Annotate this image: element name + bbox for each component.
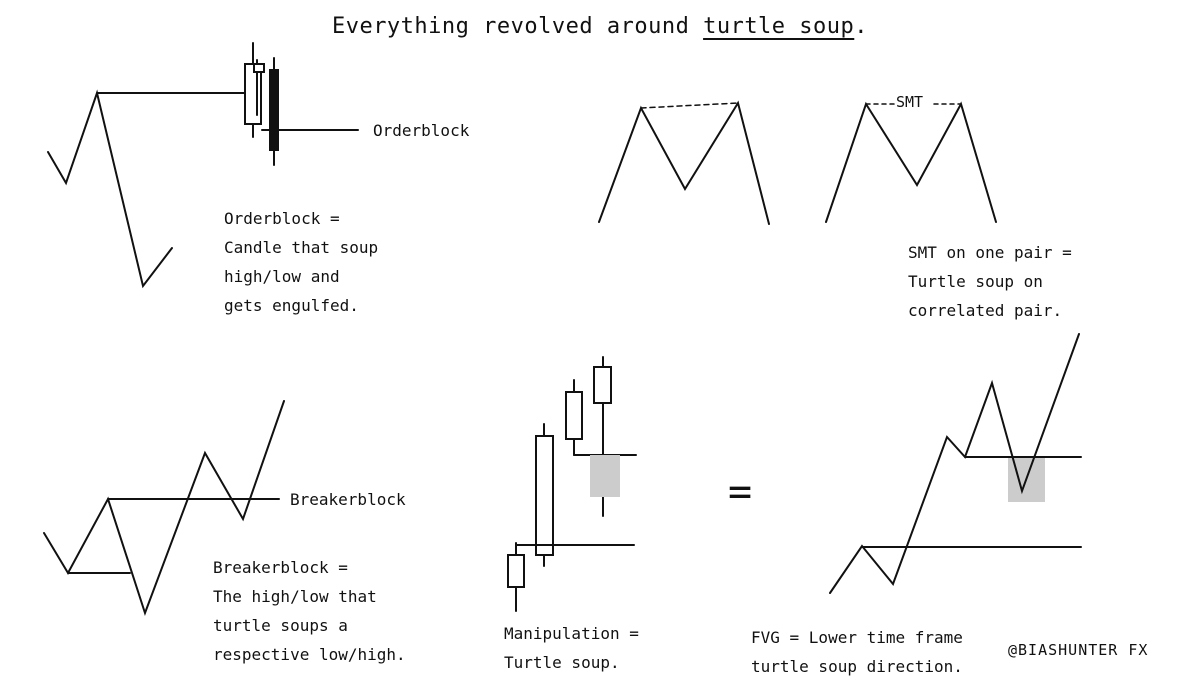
title-suffix: . <box>854 14 869 39</box>
orderblock-label: Orderblock <box>373 121 470 140</box>
breakerblock-label: Breakerblock <box>290 490 406 509</box>
smt-note-line: Turtle soup on <box>908 272 1043 291</box>
breakerblock-note-line: The high/low that <box>213 587 377 606</box>
manip-candle-3-body <box>565 391 583 440</box>
orderblock-price-path <box>47 89 173 289</box>
breakerblock-note: Breakerblock = The high/low that turtle … <box>213 553 406 669</box>
manip-candle-2-body <box>535 435 554 556</box>
manip-fvg-box <box>590 455 620 497</box>
watermark: @BIASHUNTER FX <box>1008 641 1149 659</box>
fvg-note-line: turtle soup direction. <box>751 657 963 676</box>
title-prefix: Everything revolved around <box>331 14 704 39</box>
orderblock-small-candle <box>253 63 265 73</box>
orderblock-note-line: Orderblock = <box>224 209 340 228</box>
smt-label: SMT <box>896 93 924 111</box>
orderblock-note-line: Candle that soup <box>224 238 379 257</box>
orderblock-note-line: gets engulfed. <box>224 296 359 315</box>
page-title: Everything revolved around turtle soup. <box>0 14 1200 39</box>
manipulation-note: Manipulation = Turtle soup. <box>504 619 639 677</box>
smt-note-line: SMT on one pair = <box>908 243 1072 262</box>
manip-candle-1-body <box>507 554 525 588</box>
fvg-note-line: FVG = Lower time frame <box>751 628 963 647</box>
manipulation-note-line: Turtle soup. <box>504 653 620 672</box>
breakerblock-note-line: Breakerblock = <box>213 558 348 577</box>
m-pattern-left-dashed <box>640 102 739 109</box>
manip-candle-4-body <box>593 366 612 404</box>
breakerblock-note-line: respective low/high. <box>213 645 406 664</box>
smt-note-line: correlated pair. <box>908 301 1063 320</box>
m-pattern-smt <box>825 101 997 223</box>
manipulation-note-line: Manipulation = <box>504 624 639 643</box>
orderblock-note: Orderblock = Candle that soup high/low a… <box>224 204 378 320</box>
m-pattern-left <box>598 100 770 225</box>
title-emphasis: turtle soup <box>703 14 855 39</box>
breakerblock-note-line: turtle soups a <box>213 616 348 635</box>
orderblock-bear-candle <box>269 69 279 151</box>
smt-note: SMT on one pair = Turtle soup on correla… <box>908 238 1072 325</box>
fvg-note: FVG = Lower time frame turtle soup direc… <box>751 623 963 681</box>
fvg-price-path <box>829 333 1080 594</box>
equals-sign: = <box>728 469 753 515</box>
orderblock-note-line: high/low and <box>224 267 340 286</box>
